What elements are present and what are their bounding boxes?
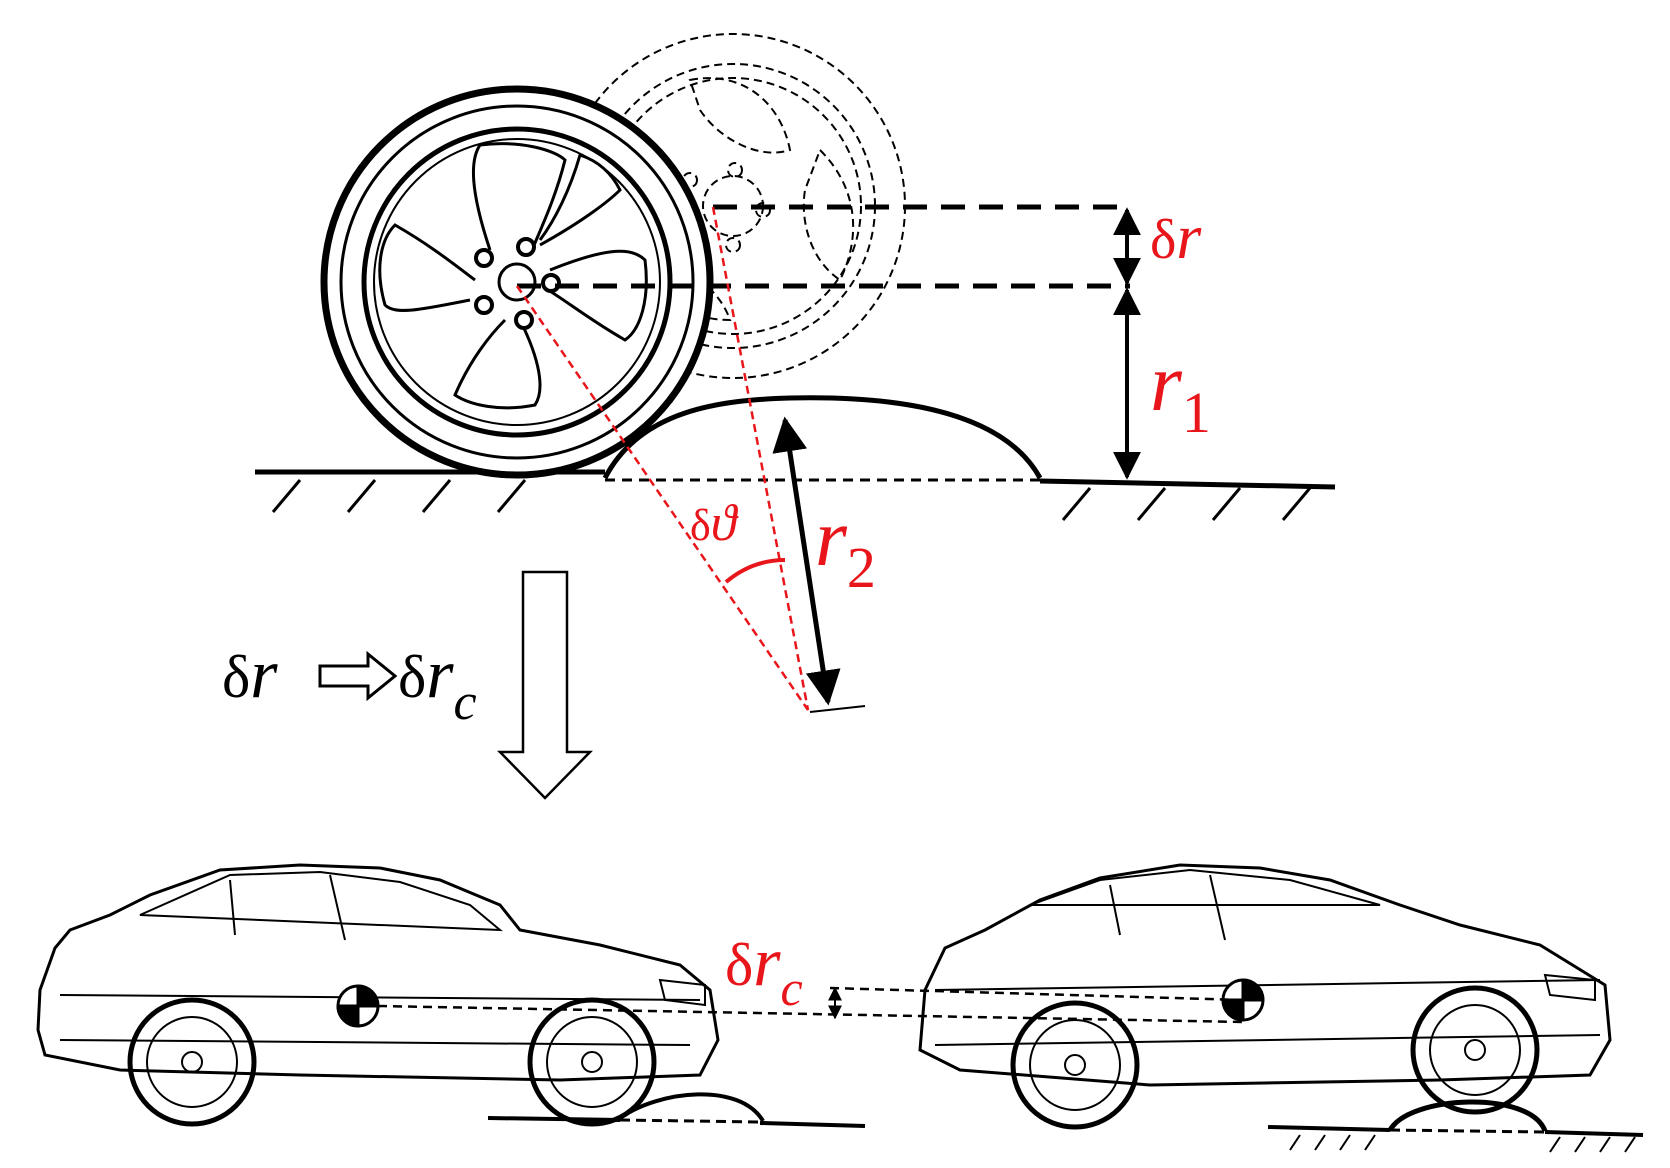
ground-hatch-icon bbox=[271, 479, 1312, 521]
label-delta-r: δr bbox=[1150, 201, 1202, 272]
label-r2: r2 bbox=[815, 492, 876, 600]
label-transfer-right: δrc bbox=[398, 636, 477, 731]
wheel-icon bbox=[320, 85, 714, 479]
cg-lines bbox=[377, 986, 1244, 1024]
implies-arrow-icon bbox=[318, 650, 398, 702]
reference-lines bbox=[517, 204, 1130, 289]
ground-bottom-left bbox=[487, 1092, 866, 1128]
label-delta-theta: δϑ bbox=[690, 495, 739, 552]
label-delta-rc: δrc bbox=[725, 924, 803, 1016]
down-arrow-icon bbox=[497, 570, 593, 800]
label-r1: r1 bbox=[1150, 337, 1211, 445]
label-transfer-left: δr bbox=[222, 636, 278, 713]
bump-icon bbox=[602, 395, 1043, 480]
car-icon bbox=[36, 863, 720, 1127]
cg-marker-icon bbox=[336, 984, 380, 1028]
ground-bottom-right bbox=[1267, 1099, 1644, 1153]
car-icon bbox=[918, 863, 1612, 1130]
r2-arrow bbox=[772, 416, 866, 713]
